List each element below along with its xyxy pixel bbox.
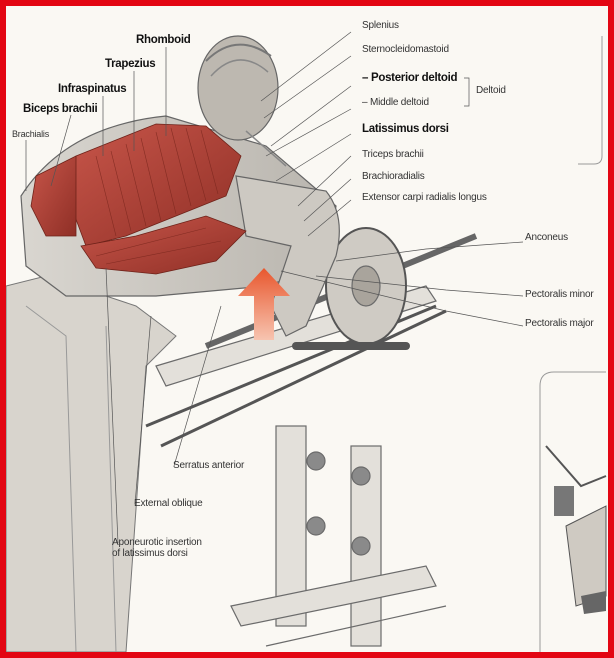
label-biceps-brachii: Biceps brachii (23, 103, 97, 115)
label-latissimus-dorsi: Latissimus dorsi (362, 123, 449, 135)
label-pectoralis-minor: Pectoralis minor (525, 289, 594, 300)
label-sternocleidomastoid: Sternocleidomastoid (362, 44, 449, 55)
inset-card-top (578, 36, 602, 164)
label-aponeurotic-line2: of latissimus dorsi (112, 548, 202, 559)
label-trapezius: Trapezius (105, 58, 155, 70)
label-aponeurotic-insertion: Aponeurotic insertion of latissimus dors… (112, 537, 202, 559)
label-anconeus: Anconeus (525, 232, 568, 243)
inset-machine-drawing (546, 446, 606, 614)
label-brachioradialis: Brachioradialis (362, 171, 425, 182)
label-splenius: Splenius (362, 20, 399, 31)
label-external-oblique: External oblique (134, 498, 203, 509)
label-extensor-carpi: Extensor carpi radialis longus (362, 192, 487, 203)
label-posterior-deltoid: – Posterior deltoid (362, 72, 457, 84)
legs-drawing (6, 276, 176, 652)
label-infraspinatus: Infraspinatus (58, 83, 126, 95)
label-serratus-anterior: Serratus anterior (173, 460, 244, 471)
label-deltoid: Deltoid (476, 85, 506, 96)
label-brachialis: Brachialis (12, 129, 49, 139)
label-rhomboid: Rhomboid (136, 34, 190, 46)
label-middle-deltoid: – Middle deltoid (362, 97, 429, 108)
label-triceps-brachii: Triceps brachii (362, 149, 424, 160)
label-aponeurotic-line1: Aponeurotic insertion (112, 537, 202, 548)
label-pectoralis-major: Pectoralis major (525, 318, 594, 329)
